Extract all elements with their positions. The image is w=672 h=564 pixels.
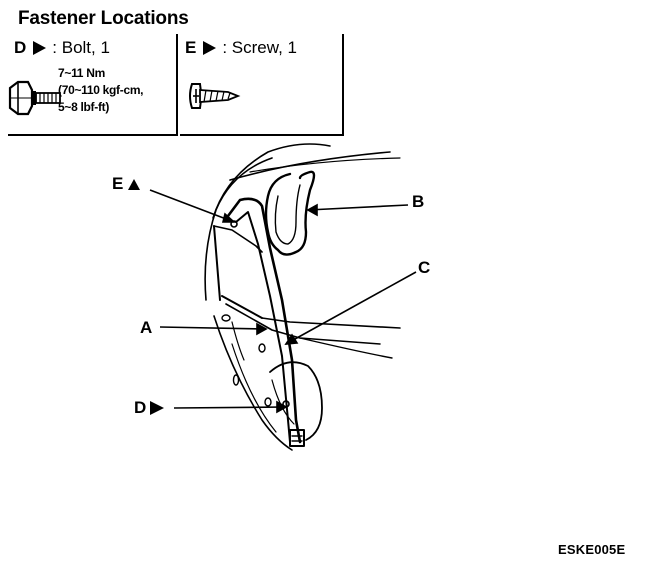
callout-e: E xyxy=(112,174,142,194)
fastener-e-key: E xyxy=(185,38,197,57)
torque-line-2: (70~110 kgf-cm, xyxy=(58,83,144,97)
wheelhouse-outline xyxy=(269,361,323,441)
roof-line-inner xyxy=(249,157,401,173)
callout-e-label: E xyxy=(112,174,124,193)
figure-code: ESKE005E xyxy=(558,542,626,557)
arrow-right-icon xyxy=(203,41,217,55)
bolt-icon xyxy=(8,80,61,116)
torque-line-3: 5~8 lbf-ft) xyxy=(58,100,110,114)
arrow-right-icon xyxy=(150,401,165,415)
arrow-right-icon xyxy=(33,41,47,55)
fastener-e-panel xyxy=(180,34,344,136)
callout-b: B xyxy=(412,192,425,211)
callout-a: A xyxy=(140,318,153,337)
callout-d: D xyxy=(134,398,170,418)
page-title: Fastener Locations xyxy=(18,8,189,29)
pillar-trim-inner xyxy=(235,211,291,443)
fastener-e-header: E : Screw, 1 xyxy=(185,38,297,58)
pillar-trim-outer xyxy=(226,197,302,444)
triangle-icon xyxy=(128,179,141,190)
screw-icon xyxy=(189,83,241,109)
fastener-d-header: D : Bolt, 1 xyxy=(14,38,110,58)
fastener-e-type: : Screw, 1 xyxy=(222,38,297,57)
fastener-d-torque-spec: 7~11 Nm (70~110 kgf-cm, 5~8 lbf-ft) xyxy=(58,65,144,116)
fastener-d-panel xyxy=(8,34,178,136)
weatherstrip xyxy=(264,170,316,256)
roof-line xyxy=(229,151,391,181)
door-opening-edge xyxy=(261,317,401,329)
fastener-d-type: : Bolt, 1 xyxy=(52,38,110,57)
torque-line-1: 7~11 Nm xyxy=(58,66,105,80)
quarter-panel-outline xyxy=(213,315,293,451)
callout-c: C xyxy=(418,258,431,277)
body-outline-outer xyxy=(204,157,273,301)
callout-d-label: D xyxy=(134,398,147,417)
fastener-d-key: D xyxy=(14,38,27,57)
